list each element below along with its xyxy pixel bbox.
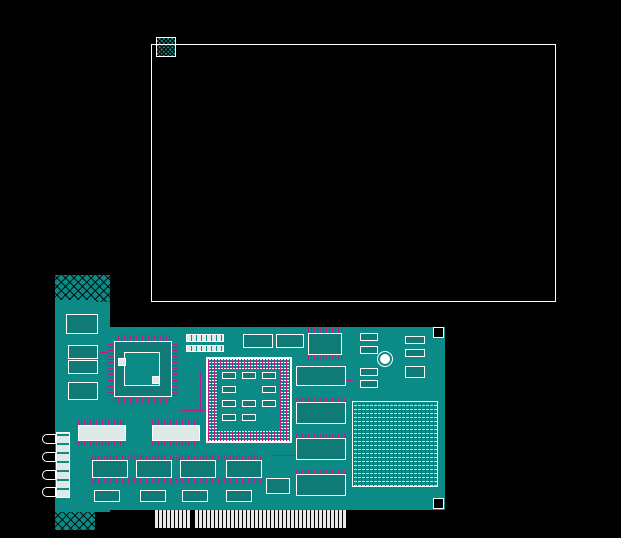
memory-chip — [296, 366, 346, 386]
comp-right-5 — [405, 336, 425, 344]
trace — [180, 410, 206, 411]
bga-cell — [222, 400, 236, 407]
small-bottom-chip — [140, 490, 166, 502]
trace — [270, 455, 296, 456]
qfp-pins-top — [115, 335, 171, 341]
chip-top-c — [308, 333, 342, 355]
chip-left-4 — [68, 382, 98, 400]
dip-chip-pins — [78, 420, 126, 425]
small-bottom-chip — [226, 490, 252, 502]
comp-right-4 — [360, 380, 378, 388]
dip-chip-pins — [152, 420, 200, 425]
bga-cell — [262, 372, 276, 379]
bga-cell — [242, 400, 256, 407]
bga-cell — [262, 400, 276, 407]
bga-cell — [222, 386, 236, 393]
comp-right-2 — [360, 346, 378, 354]
port-connector-icon — [42, 434, 56, 444]
mounting-bracket — [55, 275, 110, 302]
chip-top-c-pins — [308, 328, 342, 333]
bottom-chip-pins — [92, 455, 262, 460]
memory-chip-pins — [296, 398, 346, 402]
memory-chip — [296, 474, 346, 496]
bga-cell — [242, 372, 256, 379]
small-bottom-chip — [182, 490, 208, 502]
qfp-pins-right — [172, 342, 178, 396]
port-connector-icon — [42, 470, 56, 480]
selection-frame[interactable] — [151, 44, 556, 302]
trace — [100, 352, 108, 353]
edge-connector — [155, 510, 347, 528]
corner-fiducial-icon — [433, 327, 444, 338]
bga-cell — [262, 386, 276, 393]
comp-right-3 — [360, 368, 378, 376]
port-connector-icon — [42, 452, 56, 462]
dip-chip-pins — [152, 441, 200, 446]
bottom-chip-pins — [92, 478, 262, 483]
header-top — [186, 334, 224, 342]
comp-right-1 — [360, 333, 378, 341]
memory-chip-pins — [296, 470, 346, 474]
memory-chip-pins — [296, 434, 346, 438]
dip-chip — [152, 425, 200, 441]
fiducial-icon — [378, 352, 392, 366]
small-bottom-chip — [266, 478, 290, 494]
bga-cell — [222, 372, 236, 379]
bottom-chip — [180, 460, 216, 478]
bracket-foot — [55, 510, 95, 530]
chip-left-3 — [68, 360, 98, 374]
port-header — [56, 432, 70, 498]
chip-left-1 — [66, 314, 98, 334]
chip-top-c-pins — [308, 355, 342, 360]
comp-right-7 — [405, 366, 425, 378]
bottom-chip — [92, 460, 128, 478]
dip-chip — [78, 425, 126, 441]
small-chip — [118, 358, 126, 366]
edge-connector-key — [190, 510, 194, 528]
corner-fiducial-icon — [433, 498, 444, 509]
memory-chip — [296, 438, 346, 460]
port-connector-icon — [42, 487, 56, 497]
chip-top-a — [243, 334, 273, 348]
chip-left-2 — [68, 345, 98, 359]
bottom-chip — [136, 460, 172, 478]
small-bottom-chip — [94, 490, 120, 502]
header-top-2 — [186, 345, 224, 352]
bga-cell — [242, 414, 256, 421]
comp-right-6 — [405, 349, 425, 357]
bottom-chip — [226, 460, 262, 478]
proto-grid — [352, 401, 438, 487]
trace — [200, 372, 201, 412]
trace — [346, 380, 354, 381]
bga-cell — [222, 414, 236, 421]
qfp-pins-bottom — [115, 397, 171, 403]
qfp-pins-left — [108, 342, 114, 396]
frame-corner-icon[interactable] — [156, 37, 176, 57]
memory-chip — [296, 402, 346, 424]
dip-chip-pins — [78, 441, 126, 446]
small-chip — [152, 376, 160, 384]
chip-top-b — [276, 334, 304, 348]
